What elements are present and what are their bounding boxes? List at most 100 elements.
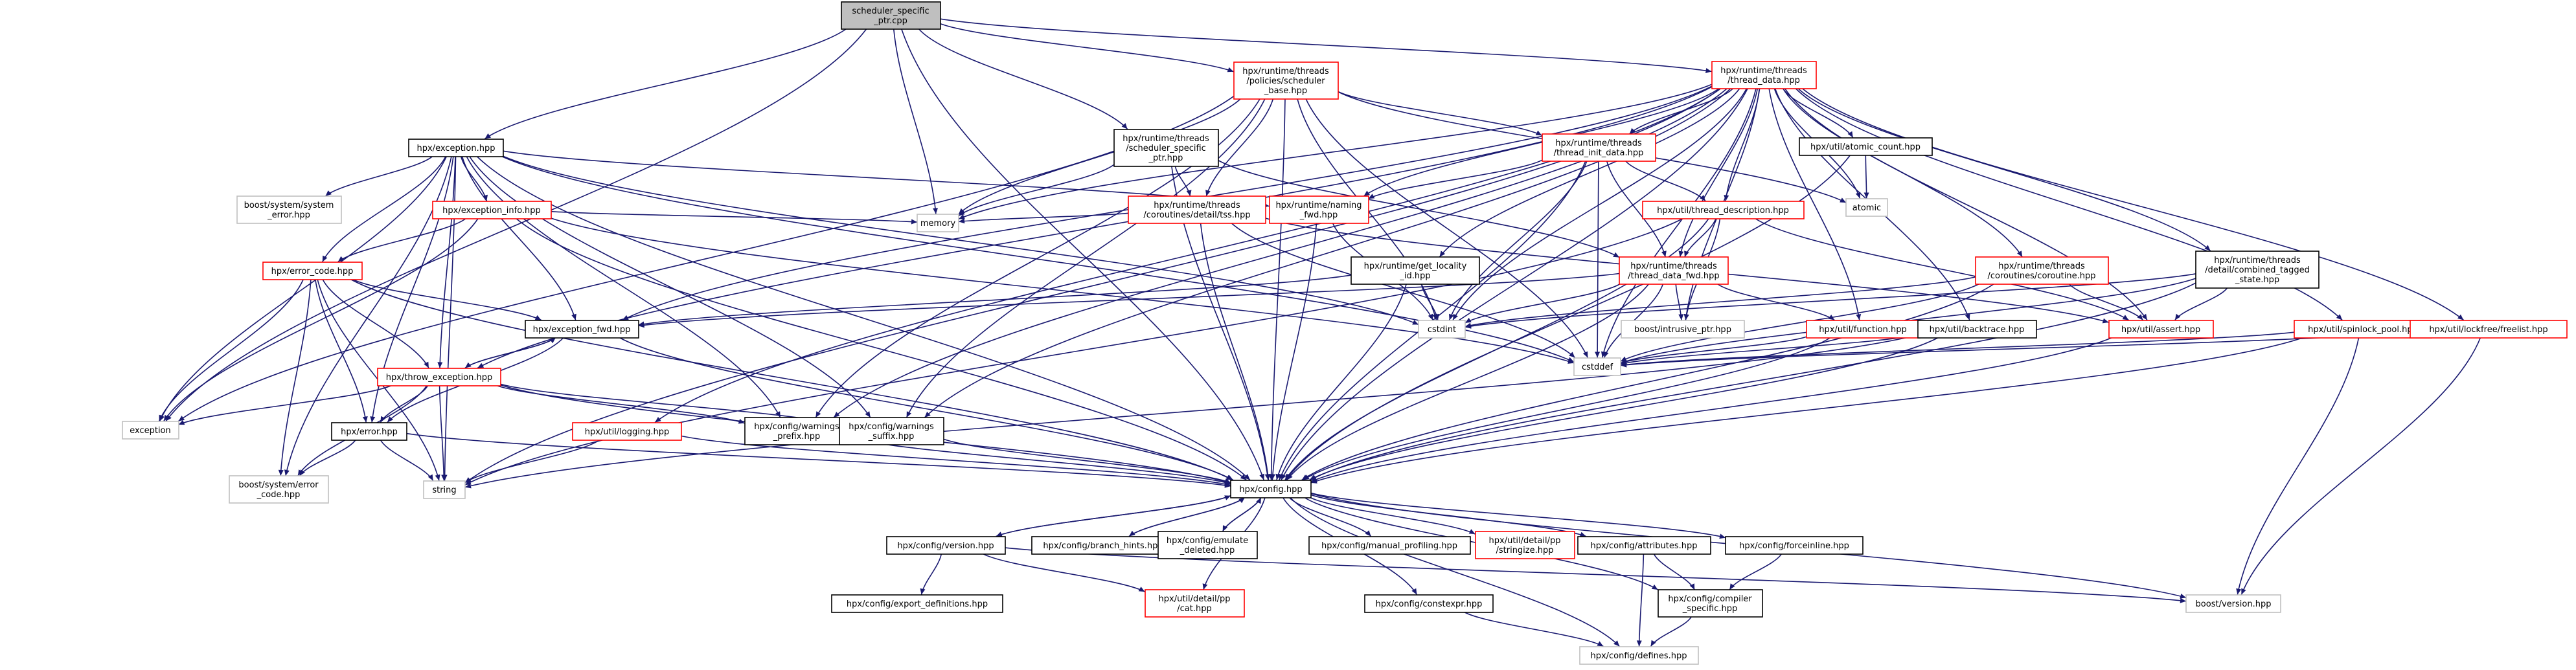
node-root[interactable]: scheduler_specific_ptr.cpp [841,1,941,30]
arrowhead [815,411,821,418]
edge-lockfree-to-boost-version [2240,337,2481,595]
node-sched-specific-ptr[interactable]: hpx/runtime/threads/scheduler_specific_p… [1113,129,1219,167]
node-box [1351,256,1480,285]
node-box [1621,320,1745,339]
arrowhead [1465,317,1472,323]
edge-coroutines-tss-to-memory [958,212,1129,223]
arrowhead [1535,130,1542,136]
node-thread-description[interactable]: hpx/util/thread_description.hpp [1642,201,1805,219]
node-assert[interactable]: hpx/util/assert.hpp [2108,320,2214,339]
node-pp-cat[interactable]: hpx/util/detail/pp/cat.hpp [1145,589,1245,618]
edge-error-code-to-config [350,278,1233,481]
node-constexpr[interactable]: hpx/config/constexpr.hpp [1364,594,1494,613]
arrowhead [163,414,170,421]
node-logging[interactable]: hpx/util/logging.hpp [572,422,682,441]
node-exception[interactable]: hpx/exception.hpp [408,139,504,157]
edge-thread-data-fwd-to-config [1286,284,1649,480]
node-box [1418,320,1466,339]
node-error-code[interactable]: hpx/error_code.hpp [262,262,363,280]
edge-error-code-to-throw-exception [322,279,429,368]
arrowhead [435,474,440,481]
node-box [1577,536,1711,555]
node-naming-fwd[interactable]: hpx/runtime/naming_fwd.hpp [1269,195,1369,224]
node-attributes[interactable]: hpx/config/attributes.hpp [1577,536,1711,555]
node-box [1975,256,2109,285]
node-thread-data[interactable]: hpx/runtime/threads/thread_data.hpp [1711,61,1817,89]
arrowhead [2180,597,2186,603]
arrowhead [437,362,443,368]
node-thread-data-fwd[interactable]: hpx/runtime/threads/thread_data_fwd.hpp [1619,256,1729,285]
edge-root-to-exception [484,28,847,140]
node-lockfree[interactable]: hpx/util/lockfree/freelist.hpp [2410,320,2568,339]
node-label: /thread_data_fwd.hpp [1628,271,1719,281]
node-throw-exception[interactable]: hpx/throw_exception.hpp [377,368,501,386]
edge-combined-tagged-to-config [1310,282,2196,481]
node-boost-version: boost/version.hpp [2185,594,2281,613]
node-config-defines: hpx/config/defines.hpp [1579,646,1699,665]
arrowhead [1636,640,1642,647]
node-manual-profiling[interactable]: hpx/config/manual_profiling.hpp [1308,536,1471,555]
node-box [831,594,1003,613]
node-label: hpx/util/detail/pp [1159,594,1231,604]
node-config[interactable]: hpx/config.hpp [1230,480,1312,498]
node-spinlock-pool[interactable]: hpx/util/spinlock_pool.hpp [2294,320,2432,339]
edge-coroutines-tss-to-cstddef [1231,223,1576,359]
node-label: hpx/config.hpp [1239,485,1302,495]
node-exception-fwd[interactable]: hpx/exception_fwd.hpp [525,320,639,339]
node-sched-base[interactable]: hpx/runtime/threads/policies/scheduler_b… [1233,61,1339,100]
node-combined-tagged[interactable]: hpx/runtime/threads/detail/combined_tagg… [2195,251,2320,289]
node-label: exception [130,426,171,436]
arrowhead [1595,352,1601,358]
node-warnings-suffix[interactable]: hpx/config/warnings_suffix.hpp [839,417,944,445]
node-label: _ptr.cpp [873,16,907,26]
node-label: string [432,486,456,495]
arrowhead [865,411,871,418]
node-atomic-count[interactable]: hpx/util/atomic_count.hpp [1799,137,1933,156]
node-stringize[interactable]: hpx/util/detail/pp/stringize.hpp [1475,531,1575,559]
arrowhead [322,255,328,262]
node-config-version[interactable]: hpx/config/version.hpp [886,536,1006,555]
arrowhead [325,190,332,196]
node-branch-hints[interactable]: hpx/config/branch_hints.hpp [1031,536,1175,555]
node-label: _fwd.hpp [1299,210,1338,220]
node-coroutine[interactable]: hpx/runtime/threads/coroutines/coroutine… [1975,256,2109,285]
node-forceinline[interactable]: hpx/config/forceinline.hpp [1725,536,1864,555]
arrowhead [622,315,629,320]
node-compiler-specific[interactable]: hpx/config/compiler_specific.hpp [1658,589,1763,618]
arrowhead [1227,67,1234,73]
arrowhead [1138,586,1145,592]
node-box [1157,531,1258,559]
node-box [2195,251,2320,289]
node-coroutines-tss[interactable]: hpx/runtime/threads/coroutines/detail/ts… [1128,195,1266,224]
node-backtrace[interactable]: hpx/util/backtrace.hpp [1917,320,2037,339]
arrowhead [1840,197,1846,203]
node-cstddef: cstddef [1573,357,1621,376]
node-thread-init-data[interactable]: hpx/runtime/threads/thread_init_data.hpp [1542,133,1656,162]
node-function[interactable]: hpx/util/function.hpp [1806,320,1921,339]
arrowhead [959,214,965,219]
node-box [1308,536,1471,555]
node-exception-info[interactable]: hpx/exception_info.hpp [432,201,552,219]
node-label: hpx/config/branch_hints.hpp [1043,541,1163,551]
edge-root-to-thread-data [940,18,1712,73]
node-error-hpp[interactable]: hpx/error.hpp [331,422,407,441]
edge-exception-to-exception-ext [159,156,448,421]
edge-config-to-config-defines [1290,497,1620,647]
node-label: hpx/error_code.hpp [271,267,354,276]
edge-backtrace-to-string [464,334,1918,488]
node-export-definitions[interactable]: hpx/config/export_definitions.hpp [831,594,1003,613]
node-warnings-prefix[interactable]: hpx/config/warnings_prefix.hpp [744,417,850,445]
edge-sched-specific-ptr-to-memory [958,164,1114,217]
arrowhead [2204,245,2211,251]
node-label: _code.hpp [256,490,301,500]
node-box [2294,320,2432,339]
node-label: hpx/config/constexpr.hpp [1376,599,1483,609]
node-emulate-deleted[interactable]: hpx/config/emulate_deleted.hpp [1157,531,1258,559]
arrowhead [424,361,429,368]
node-label: hpx/config/version.hpp [897,541,994,551]
arrowhead [655,417,661,423]
arrowhead [1256,497,1261,504]
edge-thread-data-to-memory [958,84,1712,220]
node-get-locality-id[interactable]: hpx/runtime/get_locality_id.hpp [1351,256,1480,285]
node-label: _error.hpp [267,210,310,220]
